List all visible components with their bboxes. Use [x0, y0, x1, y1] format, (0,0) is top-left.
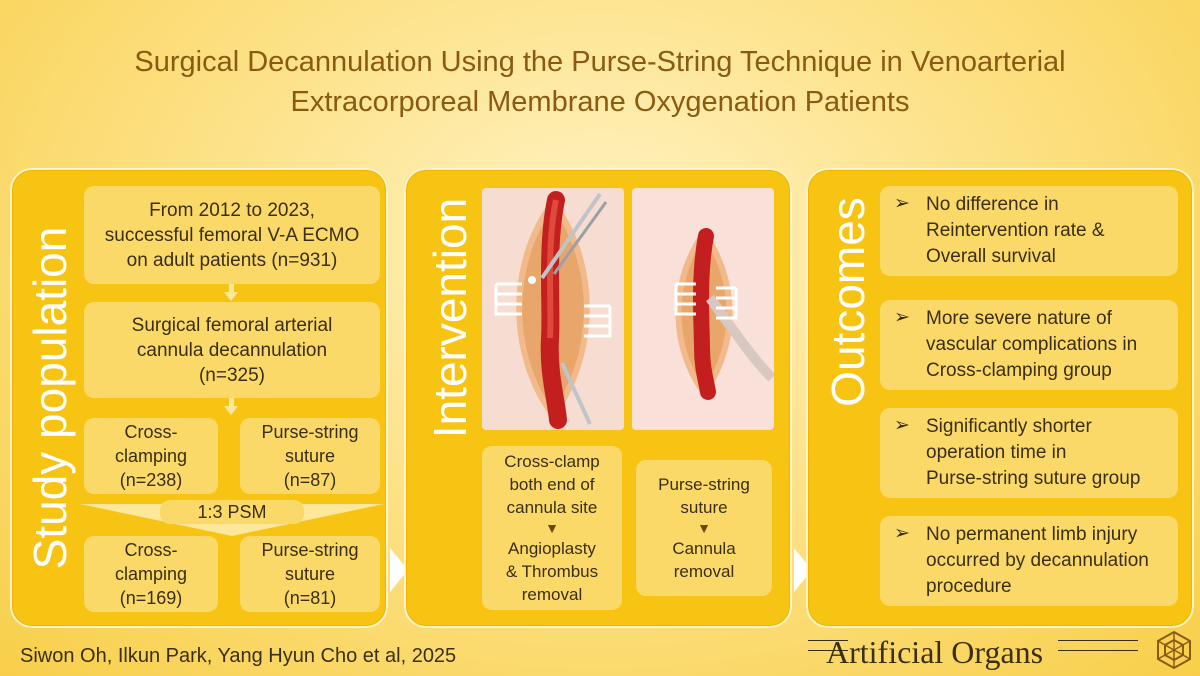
procedure-line: & Thrombus	[505, 562, 599, 581]
purse-string-line: (n=87)	[283, 470, 337, 490]
outcome-line: Reintervention rate &	[926, 220, 1105, 241]
study-population-label: Study population	[24, 226, 76, 570]
outcome-line: procedure	[926, 576, 1012, 597]
cross-clamp-illustration	[482, 188, 624, 430]
cross-clamping-line: Cross-	[124, 422, 178, 442]
outcome-item: ➢ No difference in Reintervention rate &…	[880, 186, 1178, 276]
purse-string-box-post: Purse-string suture (n=81)	[240, 536, 380, 612]
flow-arrow-shaft	[229, 284, 234, 294]
cross-clamping-line: clamping	[114, 564, 188, 584]
purse-string-line: (n=81)	[283, 588, 337, 608]
arrow-bullet-icon: ➢	[894, 307, 910, 328]
outcome-item: ➢ More severe nature of vascular complic…	[880, 300, 1178, 390]
purse-string-line: suture	[284, 564, 336, 584]
outcomes-label: Outcomes	[822, 197, 874, 407]
decannulation-box: Surgical femoral arterial cannula decann…	[84, 302, 380, 398]
journal-rule	[808, 640, 848, 641]
outcome-line: Significantly shorter	[926, 416, 1092, 437]
triangle-down-icon: ▼	[697, 520, 711, 536]
procedure-line: removal	[673, 562, 735, 581]
page-title: Surgical Decannulation Using the Purse-S…	[40, 42, 1160, 122]
flow-arrow-shaft	[229, 398, 234, 408]
psm-label: 1:3 PSM	[160, 500, 304, 524]
cross-clamping-line: (n=169)	[119, 588, 183, 608]
purse-string-box-pre: Purse-string suture (n=87)	[240, 418, 380, 494]
outcome-line: occurred by decannulation	[926, 550, 1149, 571]
cross-clamping-box-post: Cross- clamping (n=169)	[84, 536, 218, 612]
cohort-line: From 2012 to 2023,	[149, 199, 315, 221]
title-line-1: Surgical Decannulation Using the Purse-S…	[134, 46, 1066, 78]
outcome-line: Purse-string suture group	[926, 468, 1141, 489]
journal-rule	[1058, 650, 1138, 651]
chevron-right-icon	[390, 548, 408, 592]
purse-string-line: Purse-string	[261, 540, 359, 560]
outcome-line: More severe nature of	[926, 308, 1112, 329]
triangle-down-icon: ▼	[545, 520, 559, 536]
cross-clamping-line: clamping	[114, 446, 188, 466]
outcome-line: No difference in	[926, 194, 1059, 215]
journal-logo-icon	[1157, 630, 1191, 670]
title-line-2: Extracorporeal Membrane Oxygenation Pati…	[290, 86, 910, 118]
decannulation-line: (n=325)	[198, 364, 265, 386]
outcome-line: Overall survival	[926, 246, 1056, 267]
purse-string-procedure-box: Purse-string suture ▼ Cannula removal	[636, 460, 772, 596]
purse-string-illustration	[632, 188, 774, 430]
procedure-line: both end of	[509, 475, 595, 494]
outcome-line: Cross-clamping group	[926, 360, 1112, 381]
cross-clamping-line: (n=238)	[119, 470, 183, 490]
cross-clamping-line: Cross-	[124, 540, 178, 560]
procedure-line: Purse-string	[658, 475, 750, 494]
procedure-line: removal	[521, 585, 583, 604]
journal-rule	[808, 650, 848, 651]
journal-rule	[1058, 640, 1138, 641]
cross-clamping-box-pre: Cross- clamping (n=238)	[84, 418, 218, 494]
intervention-label: Intervention	[424, 197, 476, 439]
flow-arrow-down	[224, 406, 238, 415]
authors-citation: Siwon Oh, Ilkun Park, Yang Hyun Cho et a…	[20, 645, 457, 667]
arrow-bullet-icon: ➢	[894, 193, 910, 214]
cohort-box: From 2012 to 2023, successful femoral V-…	[84, 186, 380, 284]
purse-string-line: Purse-string	[261, 422, 359, 442]
decannulation-line: cannula decannulation	[136, 339, 328, 361]
purse-string-line: suture	[284, 446, 336, 466]
cohort-line: on adult patients (n=931)	[126, 249, 338, 271]
outcome-line: vascular complications in	[926, 334, 1138, 355]
flow-arrow-down	[224, 292, 238, 301]
cohort-line: successful femoral V-A ECMO	[104, 224, 360, 246]
arrow-bullet-icon: ➢	[894, 415, 910, 436]
decannulation-line: Surgical femoral arterial	[131, 314, 333, 336]
procedure-line: cannula site	[506, 498, 598, 517]
procedure-line: Angioplasty	[508, 539, 596, 558]
outcome-item: ➢ No permanent limb injury occurred by d…	[880, 516, 1178, 606]
procedure-line: suture	[680, 498, 728, 517]
outcome-line: No permanent limb injury	[926, 524, 1138, 545]
cross-clamp-procedure-box: Cross-clamp both end of cannula site ▼ A…	[482, 446, 622, 610]
outcome-line: operation time in	[926, 442, 1067, 463]
journal-name: Artificial Organs	[826, 634, 1044, 670]
procedure-line: Cross-clamp	[504, 452, 600, 471]
procedure-line: Cannula	[672, 539, 736, 558]
outcome-item: ➢ Significantly shorter operation time i…	[880, 408, 1178, 498]
arrow-bullet-icon: ➢	[894, 523, 910, 544]
